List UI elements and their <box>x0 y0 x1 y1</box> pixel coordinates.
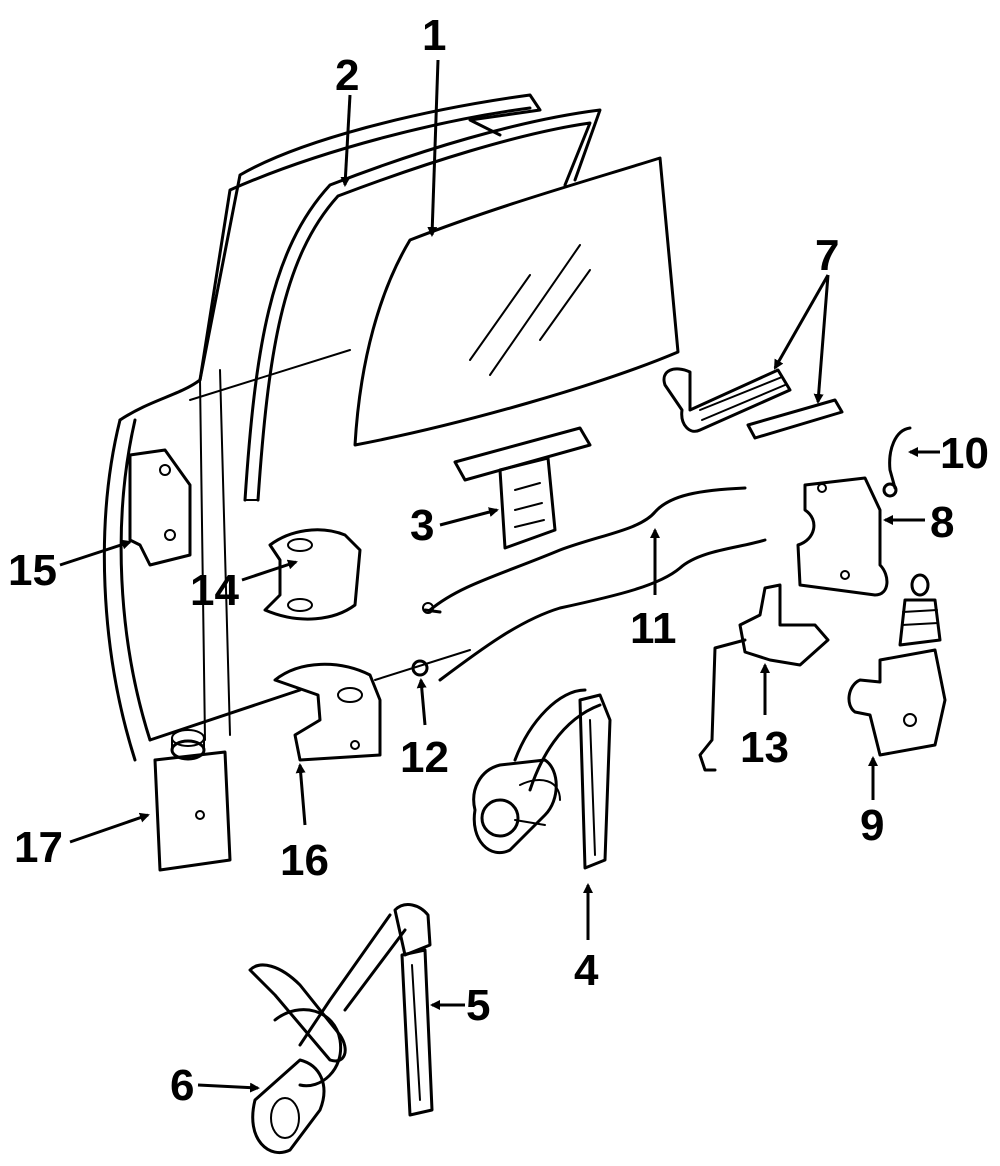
callout-13: 13 <box>740 723 789 772</box>
callout-line-6 <box>197 1082 260 1093</box>
part-7-guide <box>662 367 844 440</box>
callout-line-14 <box>241 559 298 582</box>
callout-8: 8 <box>930 498 954 547</box>
callout-7: 7 <box>815 231 839 280</box>
part-9-actuator <box>847 573 947 757</box>
part-5-regulator <box>298 903 434 1117</box>
part-3-glass-channel <box>453 426 592 550</box>
part-2-run-channel <box>243 108 602 502</box>
callout-line-17 <box>69 812 150 844</box>
callout-5: 5 <box>466 981 490 1030</box>
callout-labels: 1 2 3 4 5 6 7 8 9 10 11 12 13 14 15 16 1… <box>8 11 989 1110</box>
part-15-hinge <box>128 448 192 567</box>
callout-1: 1 <box>422 11 446 60</box>
part-4-regulator <box>472 688 612 870</box>
part-1-glass <box>353 156 680 447</box>
part-10-rod <box>882 426 912 498</box>
door-shell <box>102 93 542 762</box>
callout-lines <box>59 59 940 1093</box>
callout-16: 16 <box>280 836 329 885</box>
callout-6: 6 <box>170 1061 194 1110</box>
callout-line-1 <box>427 59 440 237</box>
part-14-hinge <box>263 528 362 621</box>
callout-9: 9 <box>860 801 884 850</box>
callout-2: 2 <box>335 51 359 100</box>
callout-11: 11 <box>630 604 677 653</box>
callout-15: 15 <box>8 546 57 595</box>
part-11-rods <box>422 486 767 682</box>
callout-line-3 <box>439 507 499 527</box>
callout-line-15 <box>59 539 132 567</box>
part-12-clip <box>411 659 429 677</box>
callout-3: 3 <box>410 501 434 550</box>
callout-line-12 <box>416 678 427 726</box>
callout-12: 12 <box>400 733 449 782</box>
callout-14: 14 <box>190 566 239 615</box>
part-17-bracket <box>153 729 232 872</box>
callout-line-7b <box>813 274 830 404</box>
callout-line-7a <box>773 274 830 370</box>
part-8-latch <box>796 476 889 597</box>
part-13-bracket <box>698 583 830 772</box>
callout-10: 10 <box>940 429 989 478</box>
callout-line-16 <box>295 763 307 826</box>
callout-line-2 <box>340 94 352 187</box>
callout-4: 4 <box>574 946 599 995</box>
part-16-hinge <box>273 662 382 762</box>
callout-17: 17 <box>14 823 63 872</box>
part-6-motor <box>248 963 347 1154</box>
